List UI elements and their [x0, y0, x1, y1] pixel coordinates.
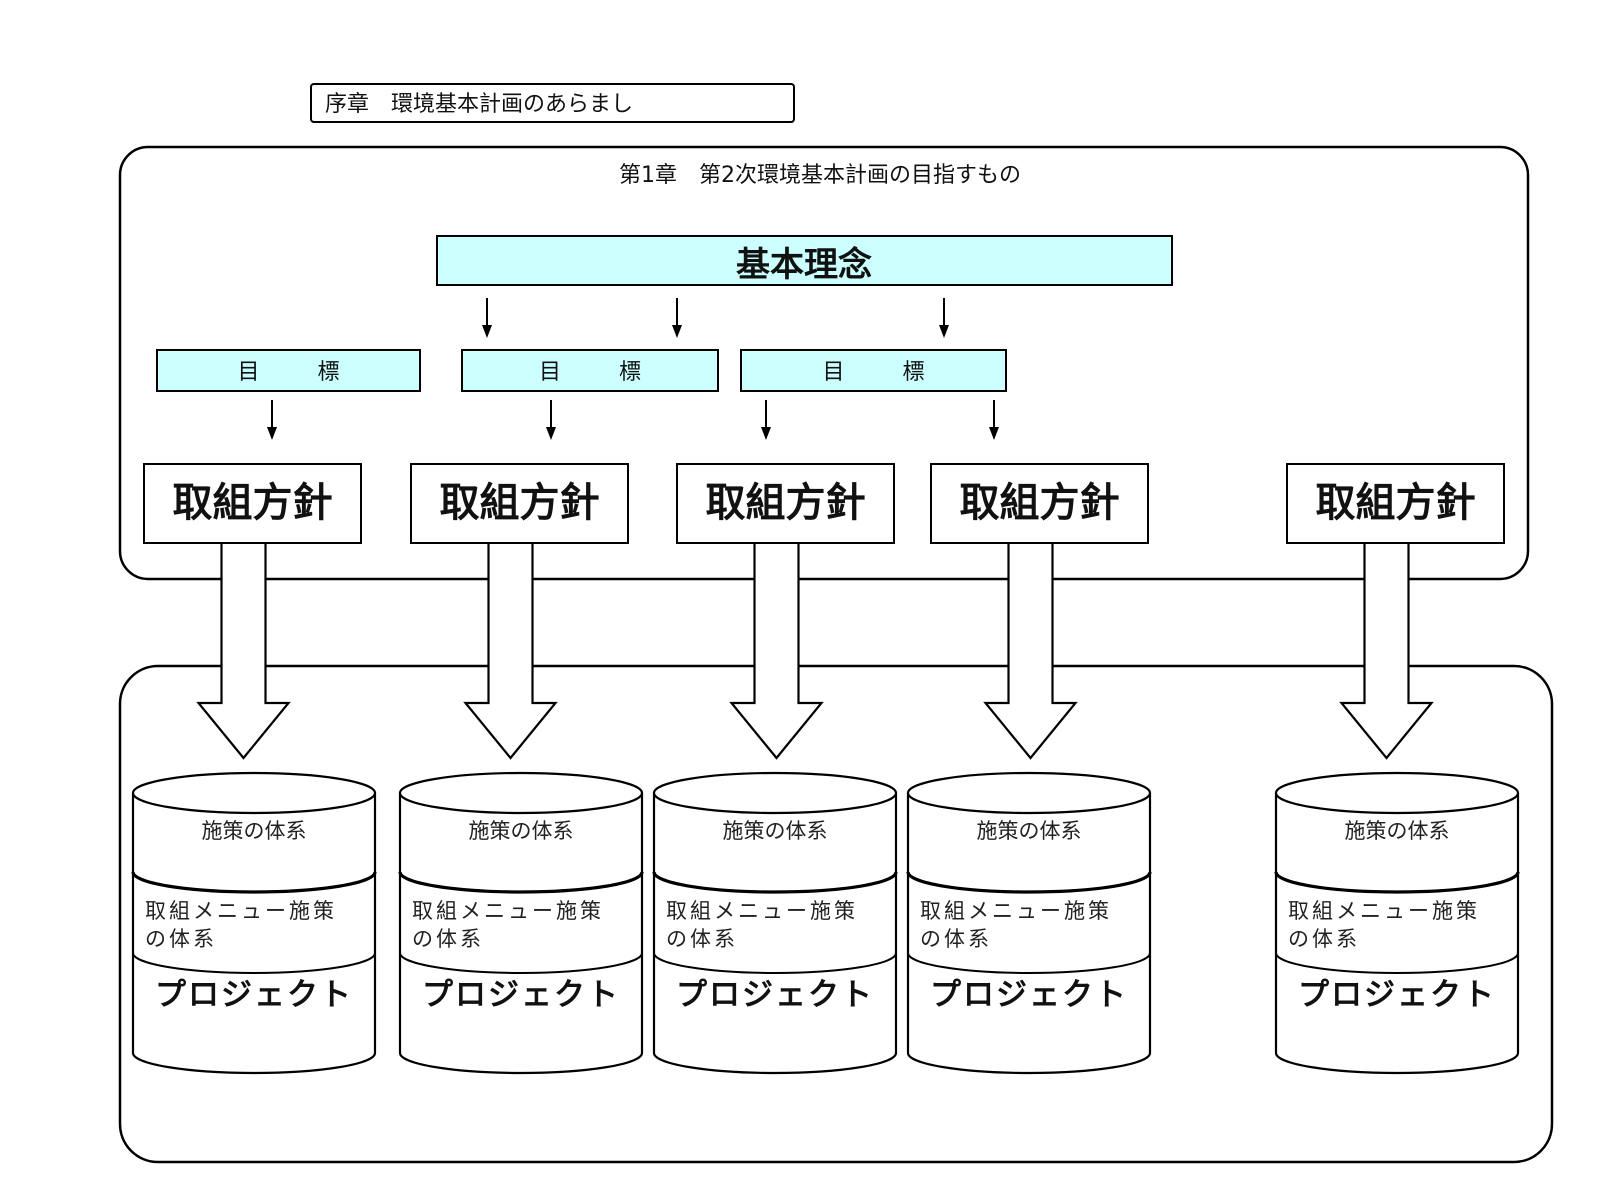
policy-label: 取組方針 [960, 480, 1120, 526]
down-arrow-icon [546, 400, 556, 440]
block-down-arrow-icon [196, 538, 291, 760]
down-arrow-icon [267, 400, 277, 440]
measure-system-label: 施策の体系 [202, 819, 307, 843]
policy-boxes: 取組方針 取組方針 取組方針 取組方針 取組方針 [143, 463, 1505, 544]
policy-label: 取組方針 [1316, 480, 1476, 526]
menu-system-label-line1: 取組メニュー施策 [412, 899, 604, 923]
down-arrow-icon [761, 400, 771, 440]
chapter1-title: 第1章 第2次環境基本計画の目指すもの [619, 163, 1021, 188]
menu-system-label-line2: の体系 [1288, 927, 1360, 951]
policy-box: 取組方針 [143, 463, 362, 544]
menu-system-label-line1: 取組メニュー施策 [666, 899, 858, 923]
down-arrow-icon [989, 400, 999, 440]
block-down-arrow-icon [1339, 538, 1434, 760]
menu-system-label-line2: の体系 [666, 927, 738, 951]
menu-system-label-line2: の体系 [412, 927, 484, 951]
section-divider [907, 952, 1151, 974]
goal-label-left: 目 [539, 360, 561, 385]
section-divider [652, 871, 898, 894]
project-label: プロジェクト [676, 977, 874, 1013]
down-arrow-icon [482, 298, 492, 338]
policy-to-measure-block-arrows [196, 538, 1434, 760]
policy-label: 取組方針 [706, 480, 866, 526]
block-down-arrow-icon [983, 538, 1078, 760]
section-divider [398, 871, 644, 894]
goal-label-left: 目 [822, 360, 844, 385]
philosophy-to-goal-arrows [482, 298, 949, 338]
section-divider [399, 952, 643, 974]
measure-system-label: 施策の体系 [469, 819, 574, 843]
policy-label: 取組方針 [173, 480, 333, 526]
block-down-arrow-icon [463, 538, 558, 760]
section-divider [131, 871, 377, 894]
menu-system-label-line2: の体系 [145, 927, 217, 951]
measure-system-label: 施策の体系 [1345, 819, 1450, 843]
prologue-box: 序章 環境基本計画のあらまし [310, 83, 795, 123]
chapter1-container: 第1章 第2次環境基本計画の目指すもの [118, 145, 1530, 581]
measure-system-label: 施策の体系 [723, 819, 828, 843]
goal-boxes: 目標目標目標 [156, 349, 1007, 392]
goal-to-policy-arrows [267, 400, 999, 440]
project-label: プロジェクト [1298, 977, 1496, 1013]
goal-box: 目標 [156, 349, 421, 392]
basic-philosophy-label: 基本理念 [736, 245, 872, 285]
measures-container [118, 664, 1554, 1164]
section-divider [1274, 871, 1520, 894]
basic-philosophy-box: 基本理念 [436, 235, 1173, 286]
down-arrow-icon [672, 298, 682, 338]
policy-box: 取組方針 [930, 463, 1149, 544]
goal-label-right: 標 [902, 360, 924, 385]
block-down-arrow-icon [729, 538, 824, 760]
policy-box: 取組方針 [1286, 463, 1505, 544]
policy-box: 取組方針 [676, 463, 895, 544]
menu-system-label-line2: の体系 [920, 927, 992, 951]
goal-label-right: 標 [619, 360, 641, 385]
project-label: プロジェクト [155, 977, 353, 1013]
goal-box: 目標 [740, 349, 1007, 392]
goal-label-right: 標 [317, 360, 339, 385]
measure-cylinders: 施策の体系取組メニュー施策の体系プロジェクト施策の体系取組メニュー施策の体系プロ… [131, 771, 1520, 1075]
prologue-label: 序章 環境基本計画のあらまし [325, 92, 633, 117]
section-divider [132, 952, 376, 974]
goal-label-left: 目 [237, 360, 259, 385]
policy-box: 取組方針 [410, 463, 629, 544]
project-label: プロジェクト [422, 977, 620, 1013]
policy-label: 取組方針 [440, 480, 600, 526]
section-divider [1275, 952, 1519, 974]
down-arrow-icon [939, 298, 949, 338]
menu-system-label-line1: 取組メニュー施策 [1288, 899, 1480, 923]
goal-box: 目標 [461, 349, 719, 392]
menu-system-label-line1: 取組メニュー施策 [920, 899, 1112, 923]
measure-system-label: 施策の体系 [977, 819, 1082, 843]
menu-system-label-line1: 取組メニュー施策 [145, 899, 337, 923]
section-divider [653, 952, 897, 974]
section-divider [906, 871, 1152, 894]
project-label: プロジェクト [930, 977, 1128, 1013]
